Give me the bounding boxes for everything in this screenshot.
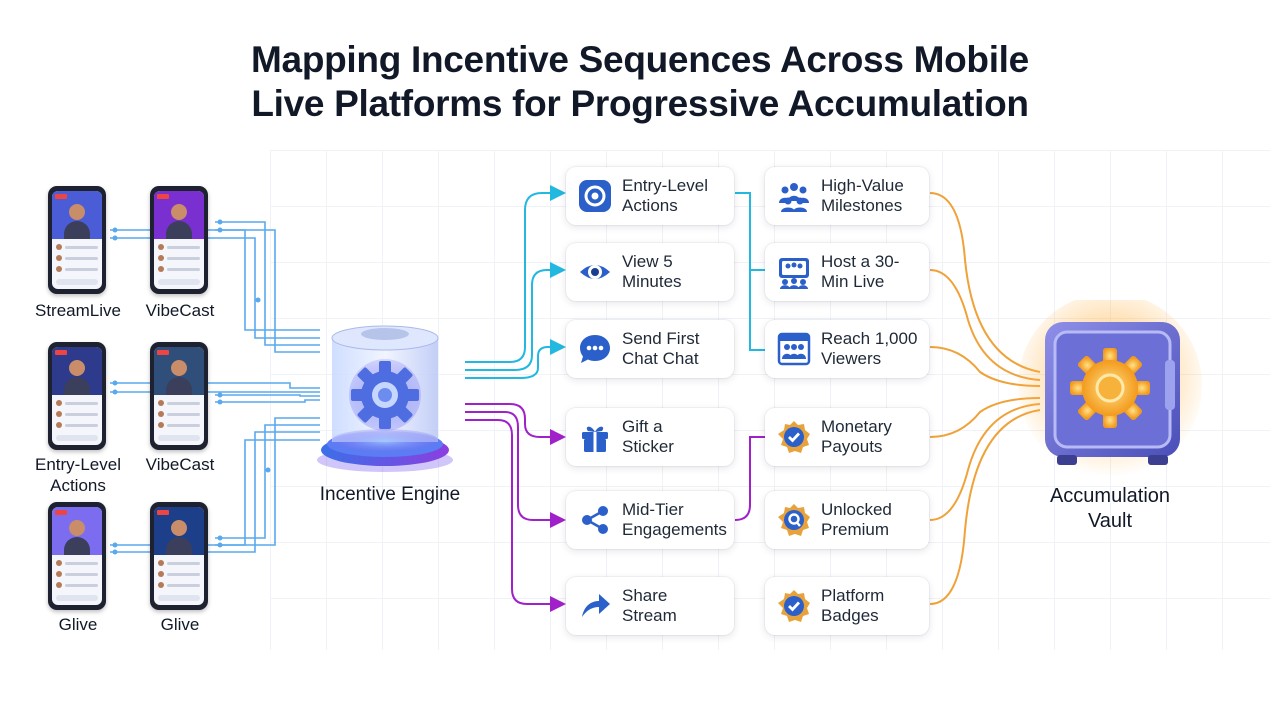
chat-bubble-icon (578, 332, 612, 366)
incentive-engine[interactable] (310, 310, 460, 475)
vault-label-line-2: Vault (1087, 510, 1133, 532)
card-line-2: Minutes (622, 272, 682, 291)
platform-label-entry-level: Entry-Level Actions (18, 454, 138, 496)
card-line-2: Min Live (821, 272, 885, 291)
card-line-1: Send First (622, 329, 700, 348)
badge-check-icon (777, 420, 811, 454)
viewers-screen-icon (777, 332, 811, 366)
phone-glive-left[interactable] (48, 502, 106, 610)
platform-label-glive: Glive (160, 615, 200, 634)
card-line-1: View 5 (622, 252, 673, 271)
platform-label-line-1: Entry-Level (35, 455, 121, 474)
platform-label-vibecast: VibeCast (145, 455, 215, 474)
accumulation-vault-label: Accumulation Vault (1010, 484, 1210, 534)
title-line-2: Live Platforms for Progressive Accumulat… (251, 83, 1029, 124)
card-line-1: Gift a (622, 417, 663, 436)
card-line-1: Monetary (821, 417, 892, 436)
card-line-2: Sticker (622, 437, 674, 456)
card-line-2: Viewers (821, 349, 882, 368)
card-host-30-min-live[interactable]: Host a 30-Min Live (765, 243, 929, 301)
share-arrow-icon (578, 589, 612, 623)
card-line-1: High-Value (821, 176, 904, 195)
card-line-1: Mid-Tier (622, 500, 684, 519)
live-video-thumbnail (154, 507, 204, 555)
live-video-thumbnail (52, 507, 102, 555)
vault-label-line-1: Accumulation (1049, 485, 1171, 507)
page-title: Mapping Incentive Sequences Across Mobil… (0, 38, 1280, 126)
card-line-1: Unlocked (821, 500, 892, 519)
live-audience-icon (777, 255, 811, 289)
share-nodes-icon (578, 503, 612, 537)
live-video-thumbnail (154, 191, 204, 239)
phone-entry-level[interactable] (48, 342, 106, 450)
live-video-thumbnail (52, 347, 102, 395)
card-line-1: Host a 30- (821, 252, 900, 271)
gift-icon (578, 420, 612, 454)
people-group-icon (777, 179, 811, 213)
live-video-thumbnail (154, 347, 204, 395)
card-line-2: Stream (622, 606, 677, 625)
card-line-2: Chat Chat (622, 349, 699, 368)
phone-vibecast-top[interactable] (150, 186, 208, 294)
card-line-1: Platform (821, 586, 885, 605)
card-line-1: Share (622, 586, 668, 605)
card-line-2: Engagements (622, 520, 727, 539)
vault-safe-icon (1018, 293, 1202, 477)
eye-icon (578, 255, 612, 289)
phone-connectors (110, 221, 320, 553)
platform-label-vibecast: VibeCast (145, 301, 215, 320)
accumulation-vault[interactable] (1015, 293, 1205, 480)
target-icon (578, 179, 612, 213)
card-line-2: Premium (821, 520, 890, 539)
badge-check-icon (777, 589, 811, 623)
phone-vibecast-middle[interactable] (150, 342, 208, 450)
card-line-1: Entry-Level (622, 176, 708, 195)
phone-glive-right[interactable] (150, 502, 208, 610)
premium-badge-icon (777, 503, 811, 537)
card-line-2: Actions (622, 196, 678, 215)
platform-label-line-2: Actions (50, 476, 106, 495)
card-line-2: Badges (821, 606, 879, 625)
phone-streamlive[interactable] (48, 186, 106, 294)
platform-label-streamlive: StreamLive (35, 301, 121, 320)
incentive-engine-label: Incentive Engine (319, 484, 461, 505)
gear-cylinder-icon (317, 325, 453, 472)
card-line-2: Payouts (821, 437, 883, 456)
card-line-1: Reach 1,000 (821, 329, 918, 348)
live-video-thumbnail (52, 191, 102, 239)
platform-label-glive: Glive (58, 615, 98, 634)
card-line-2: Milestones (821, 196, 903, 215)
title-line-1: Mapping Incentive Sequences Across Mobil… (251, 39, 1029, 80)
